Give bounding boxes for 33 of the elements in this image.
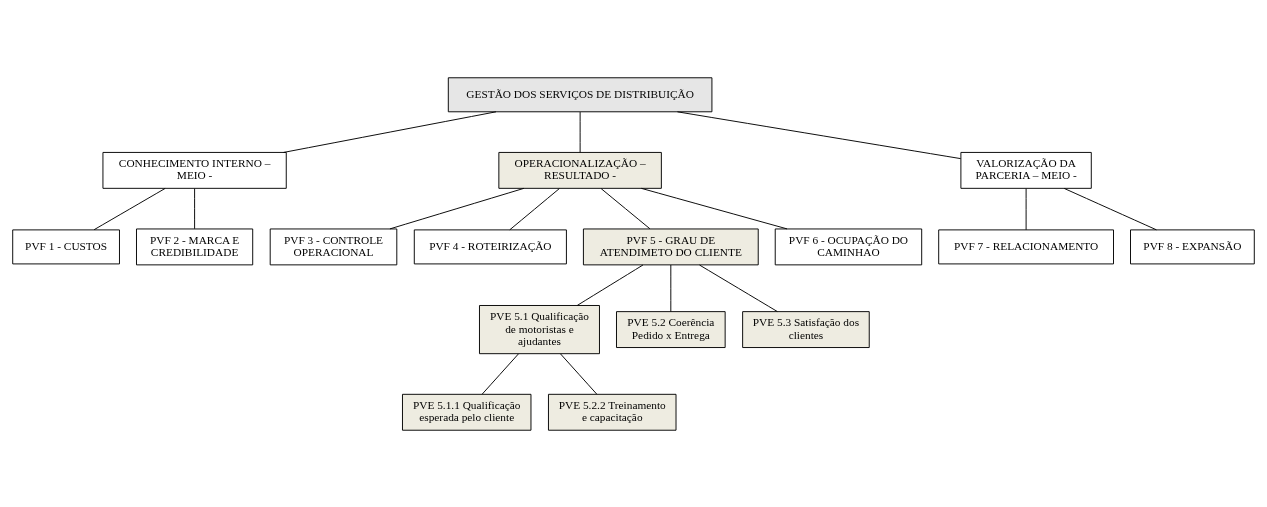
node-box: CONHECIMENTO INTERNO – MEIO - [102, 151, 287, 189]
node-box: PVF 4 - ROTEIRIZAÇÃO [413, 228, 567, 264]
connector [579, 111, 581, 153]
connector [576, 264, 644, 306]
connector [194, 187, 196, 229]
node-box: PVF 6 - OCUPAÇÃO DO CAMINHAO [774, 228, 923, 265]
connector [283, 110, 497, 153]
node-box: VALORIZAÇÃO DA PARCERIA – MEIO - [960, 151, 1092, 189]
connector [670, 264, 672, 312]
connector [560, 352, 598, 395]
connector [93, 187, 166, 230]
connector [481, 352, 519, 395]
connector [676, 110, 962, 159]
connector [640, 187, 788, 229]
node-box: PVF 8 - EXPANSÃO [1130, 228, 1255, 264]
connector [699, 264, 778, 312]
connector [600, 187, 651, 229]
connector [389, 187, 525, 229]
node-box: PVE 5.1.1 Qualificação esperada pelo cliente [402, 393, 532, 431]
node-box: GESTÃO DOS SERVIÇOS DE DISTRIBUIÇÃO [447, 76, 713, 112]
connector [509, 187, 560, 230]
node-box: PVF 2 - MARCA E CREDIBILIDADE [136, 228, 254, 265]
node-box: PVE 5.2 Coerência Pedido x Entrega [616, 310, 726, 348]
node-box: PVF 7 - RELACIONAMENTO [938, 228, 1114, 264]
node-box: PVF 5 - GRAU DE ATENDIMETO DO CLIENTE [582, 228, 759, 265]
node-box: PVE 5.3 Satisfação dos clientes [742, 310, 870, 348]
connector [1063, 187, 1157, 230]
node-box: PVF 3 - CONTROLE OPERACIONAL [269, 228, 398, 265]
connector [1025, 187, 1027, 230]
node-box: OPERACIONALIZAÇÃO – RESULTADO - [498, 151, 662, 189]
node-box: PVF 1 - CUSTOS [12, 228, 120, 264]
node-box: PVE 5.1 Qualificação de motoristas e ajudantes [479, 304, 600, 354]
node-box: PVE 5.2.2 Treinamento e capacitação [548, 393, 677, 431]
